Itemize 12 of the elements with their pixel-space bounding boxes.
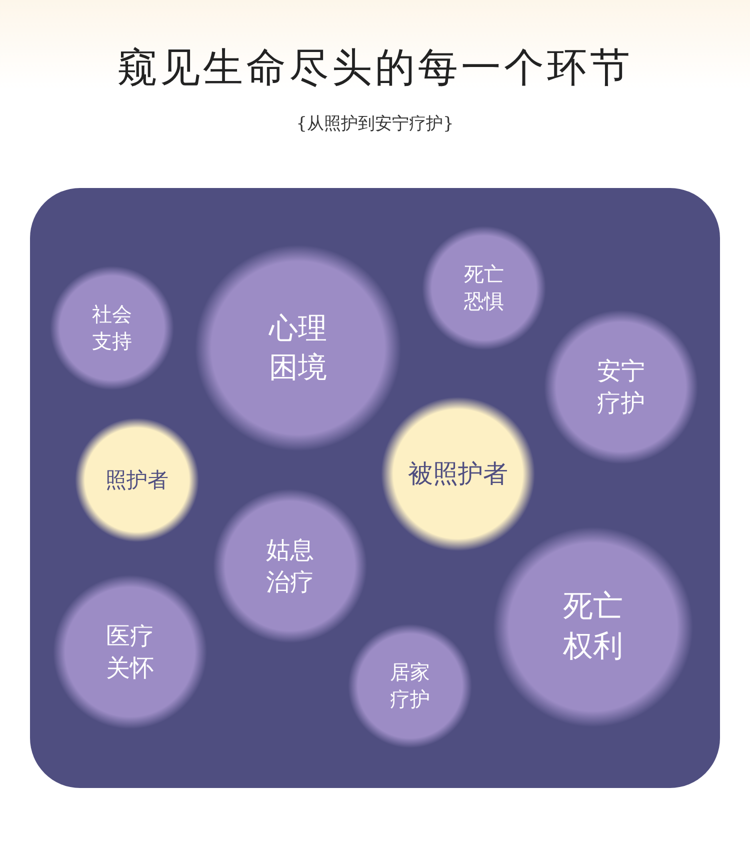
- bubble-label: 照护者: [106, 466, 168, 494]
- bubble-label: 姑息治疗: [265, 534, 315, 598]
- bubble-label: 居家疗护: [389, 659, 431, 713]
- bubble-label: 被照护者: [408, 458, 508, 490]
- bubble-label: 医疗关怀: [105, 620, 155, 684]
- bubble-label: 社会支持: [91, 301, 133, 355]
- title: 窥见生命尽头的每一个环节: [116, 44, 634, 93]
- bubble-label: 安宁疗护: [596, 356, 646, 419]
- bubble-label: 死亡恐惧: [463, 261, 505, 315]
- subtitle: {从照护到安宁疗护}: [295, 113, 455, 135]
- bubble-label: 死亡权利: [562, 588, 624, 666]
- bubble-label: 心理困境: [268, 310, 328, 386]
